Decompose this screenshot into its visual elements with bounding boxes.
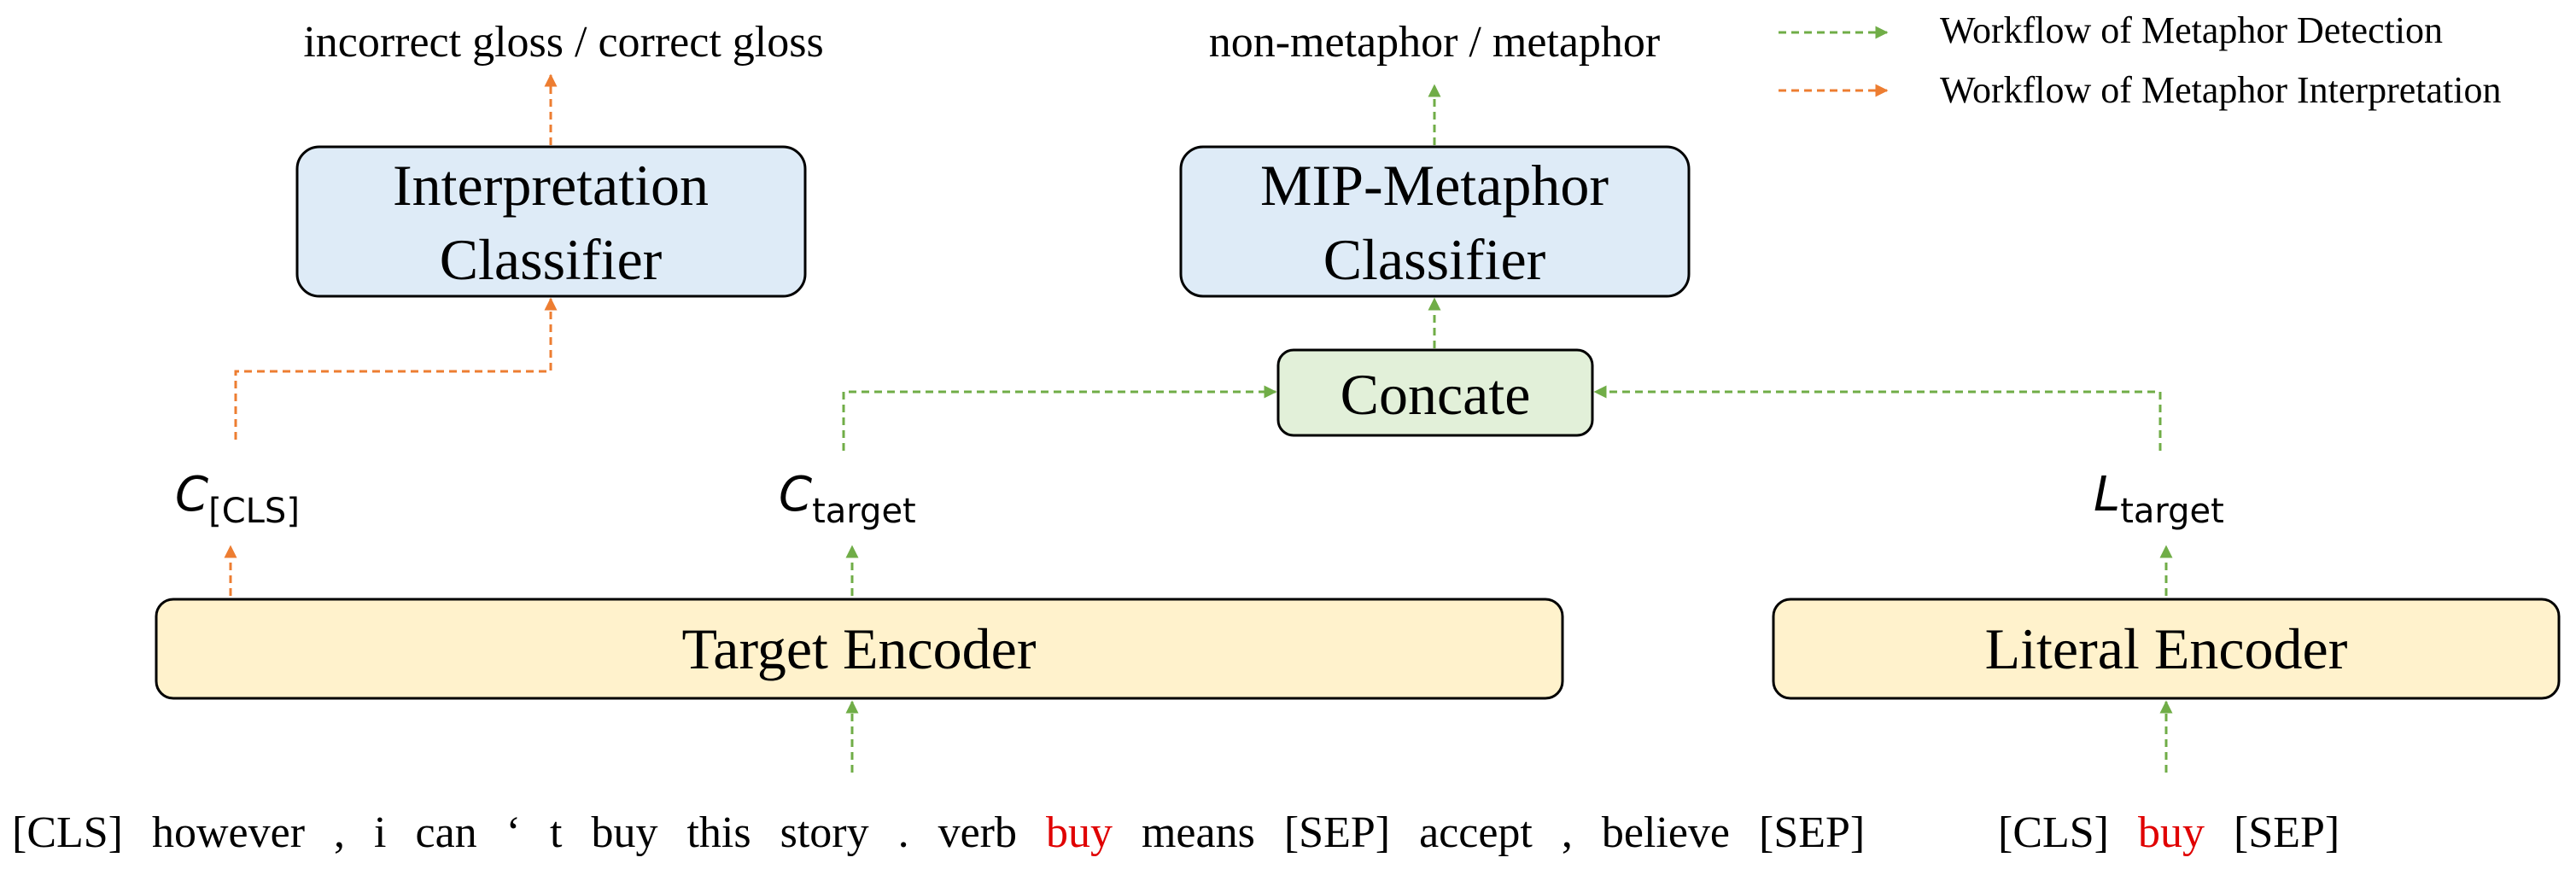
- target-token: verb: [938, 808, 1017, 857]
- detection-workflow-arrows: [842, 84, 2173, 773]
- l-target-label: Ltarget: [2094, 467, 2224, 531]
- legend: Workflow of Metaphor Detection Workflow …: [1779, 9, 2501, 111]
- interpretation-classifier-line2: Classifier: [440, 227, 663, 292]
- interpretation-workflow-arrows: [224, 73, 558, 596]
- literal-token: [SEP]: [2234, 808, 2339, 857]
- concate-node: Concate: [1276, 348, 1594, 437]
- literal-encoder: Literal Encoder: [1772, 598, 2561, 700]
- literal-token: [CLS]: [1998, 808, 2109, 857]
- arrow-l-target-to-concate: [1593, 385, 2162, 451]
- literal-token: buy: [2138, 808, 2205, 857]
- mip-metaphor-classifier: MIP-Metaphor Classifier: [1179, 145, 1691, 298]
- target-encoder: Target Encoder: [155, 598, 1564, 700]
- target-token: however: [152, 808, 305, 857]
- target-token: [CLS]: [12, 808, 123, 857]
- concate-box: [1276, 348, 1594, 437]
- c-cls-label: C[CLS]: [175, 467, 300, 531]
- legend-interpretation-label: Workflow of Metaphor Interpretation: [1940, 69, 2501, 111]
- target-token: ‘: [506, 808, 521, 857]
- target-token: [SEP]: [1759, 808, 1865, 857]
- mip-classifier-box: [1179, 145, 1691, 298]
- target-token: believe: [1602, 808, 1730, 857]
- interpretation-classifier: Interpretation Classifier: [295, 145, 807, 298]
- target-token: means: [1142, 808, 1255, 857]
- arrow-c-cls-to-interp-classifier: [234, 297, 558, 440]
- target-token: i: [374, 808, 386, 857]
- c-target-label: Ctarget: [779, 467, 916, 531]
- target-encoder-box: [155, 598, 1564, 700]
- target-token: this: [686, 808, 751, 857]
- concate-label: Concate: [1341, 362, 1531, 427]
- target-token: story: [780, 808, 869, 857]
- detection-output-label: non-metaphor / metaphor: [1209, 18, 1661, 67]
- literal-encoder-box: [1772, 598, 2561, 700]
- target-token: accept: [1419, 808, 1533, 857]
- literal-input-sequence: [CLS] buy [SEP]: [1998, 808, 2339, 857]
- interpretation-classifier-line1: Interpretation: [393, 153, 709, 218]
- interpretation-classifier-box: [295, 145, 807, 298]
- mip-classifier-line2: Classifier: [1323, 227, 1546, 292]
- target-encoder-label: Target Encoder: [681, 616, 1036, 681]
- arrow-c-target-to-concate: [842, 385, 1277, 451]
- target-token: ,: [334, 808, 345, 857]
- target-token: t: [550, 808, 563, 857]
- mip-classifier-line1: MIP-Metaphor: [1260, 153, 1609, 218]
- target-token: ,: [1562, 808, 1573, 857]
- literal-encoder-label: Literal Encoder: [1985, 616, 2348, 681]
- target-token: buy: [591, 808, 657, 857]
- target-token: .: [898, 808, 909, 857]
- interpretation-output-label: incorrect gloss / correct gloss: [303, 18, 823, 67]
- legend-detection-label: Workflow of Metaphor Detection: [1940, 9, 2443, 51]
- target-token: buy: [1046, 808, 1113, 857]
- target-token: [SEP]: [1284, 808, 1390, 857]
- target-token: can: [415, 808, 476, 857]
